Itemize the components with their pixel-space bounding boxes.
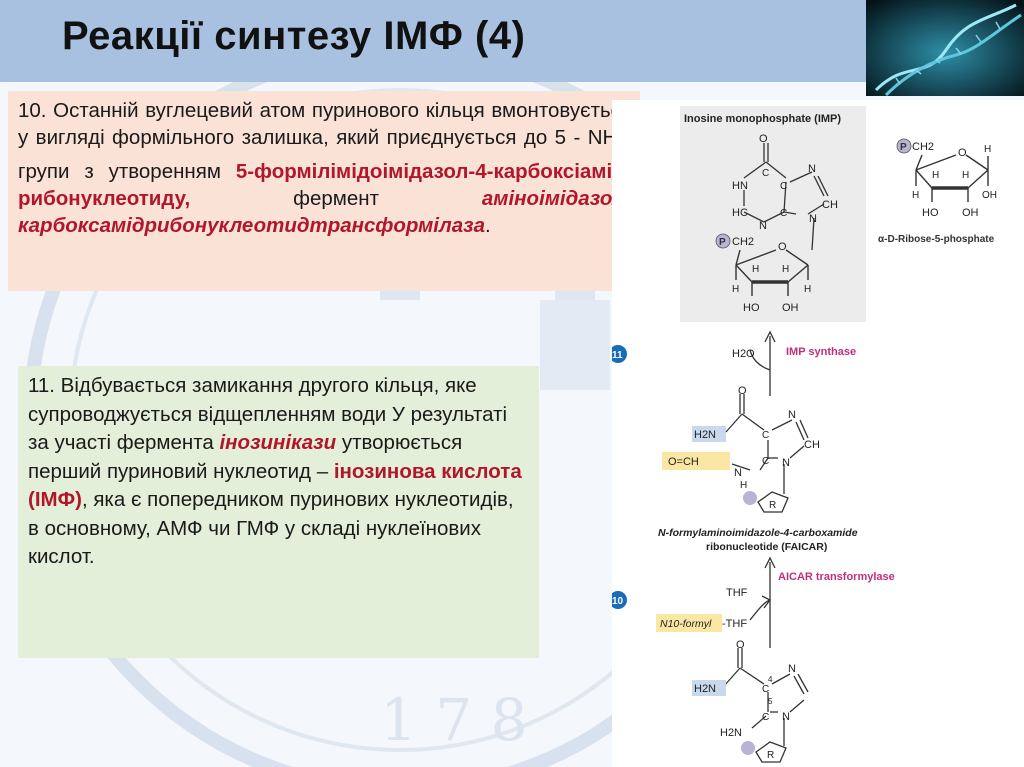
imp-ribose-o: O [778,241,787,253]
faicar-h2n: H2N [694,429,716,441]
faicar-name-1: N-formylaminoimidazole-4-carboxamide [658,527,858,539]
faicar-c4: C [762,456,769,467]
aicar-h2n-2: H2N [720,727,742,739]
imp-title: Inosine monophosphate (IMP) [684,113,841,125]
faicar-o: O [738,385,747,397]
aicar-r: R [767,750,774,761]
step10-text-4: . [485,214,491,237]
imp-c5: C [780,181,787,192]
r5p-oh: OH [962,207,979,219]
imp-p: P [719,237,726,248]
imp-ch8: CH [822,199,838,211]
faicar-n1: N [788,409,796,421]
thf2-label: -THF [722,618,747,630]
faicar-name-2: ribonucleotide (FAICAR) [706,541,827,553]
faicar-r: R [769,500,776,511]
aicar-transformylase-label: AICAR transformylase [778,571,895,583]
imp-hn: HN [732,180,748,192]
r5p-oh1: OH [982,190,997,201]
faicar-c5: C [762,430,769,441]
imp-h2: H [804,284,811,295]
imp-h4: H [782,264,789,275]
imp-h3: H [752,264,759,275]
step10-text-3: фермент [190,187,482,210]
aicar-c5: 5 [768,697,773,706]
n10-formyl-label: N10-formyl [660,618,712,630]
imp-synthase-label: IMP synthase [786,346,856,358]
imp-n3: N [759,220,767,232]
aicar-o: O [736,639,745,651]
r5p-o: O [958,147,967,159]
imp-ho: HO [743,302,760,314]
ribose-label: α-D-Ribose-5-phosphate [878,234,995,245]
svg-text:1 7 8: 1 7 8 [380,686,528,754]
faicar-h: H [740,480,747,491]
faicar-ch: CH [804,439,820,451]
aicar-phosphate-icon [741,741,755,755]
aicar-n1: N [788,663,796,675]
r5p-ho: HO [922,207,939,219]
step10-description: 10. Останній вуглецевий атом пуринового … [8,91,640,291]
imp-o: O [759,133,768,145]
step11-enzyme: інозинікази [219,431,336,454]
step11-badge: 11 [612,350,623,361]
r5p-h3: H [962,170,969,181]
step10-text: 10. Останній вуглецевий атом пуринового … [18,99,632,149]
water-label: H2O [732,348,755,360]
imp-c6: C [762,168,769,179]
imp-oh: OH [782,302,799,314]
aicar-c4: 4 [768,675,773,684]
faicar-n2: N [782,457,790,469]
r5p-p: P [900,142,907,153]
r5p-h1: H [912,190,919,201]
imp-h1: H [732,284,739,295]
r5p-h2: H [932,170,939,181]
imp-ch2: CH2 [732,236,754,248]
faicar-nh: N [734,467,742,479]
imp-hc: HC [732,207,748,219]
aicar-c-2: C [762,712,769,723]
imp-n9: N [809,213,817,225]
page-title: Реакції синтезу ІМФ (4) [62,14,525,59]
step10-badge: 10 [612,596,624,607]
aicar-h2n: H2N [694,683,716,695]
pathway-figure: Inosine monophosphate (IMP) O C HN C N H… [612,100,1024,767]
step11-description: 11. Відбувається замикання другого кільц… [18,366,539,658]
r5p-ch2: CH2 [912,141,934,153]
faicar-phosphate-icon [743,491,757,505]
aicar-n2: N [782,711,790,723]
aicar-c: C [762,684,769,695]
faicar-formyl: O=CH [668,456,699,468]
imp-ring [744,143,828,250]
r5p-h-top: H [984,144,991,155]
dna-image [866,0,1024,96]
step11-text-3: , яка є попередником пуринових нуклеотид… [28,488,514,568]
imp-c4: C [780,208,787,219]
imp-n7: N [808,163,816,175]
thf-label: THF [726,587,748,599]
